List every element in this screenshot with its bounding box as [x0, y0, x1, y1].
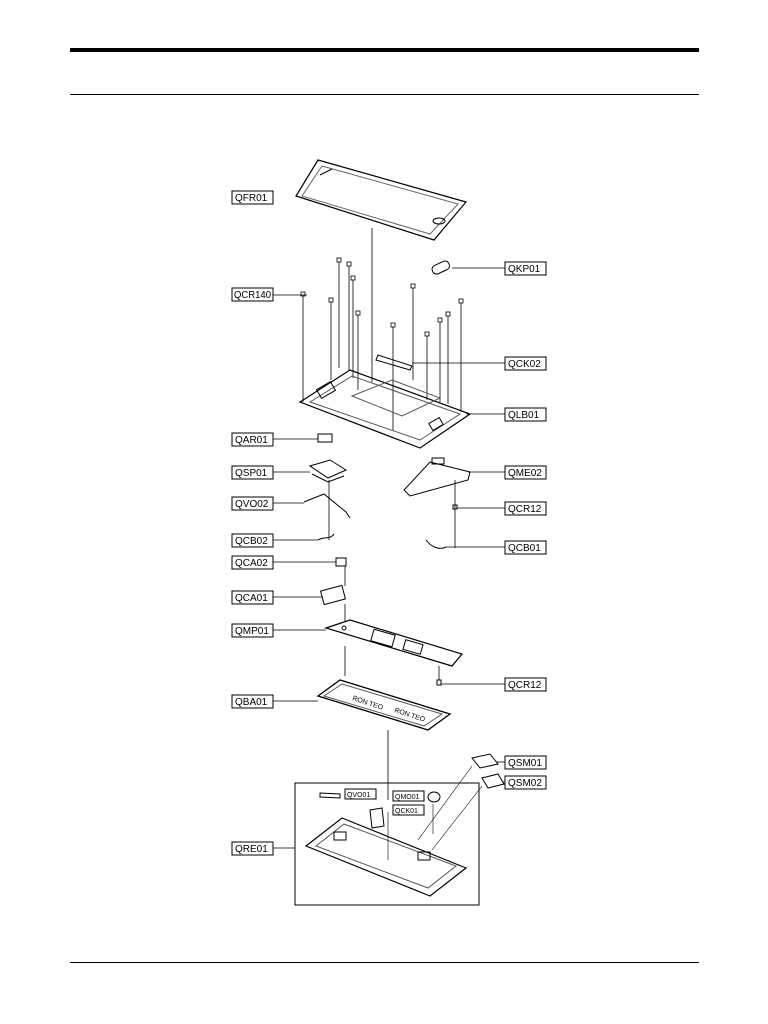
bracket-part	[375, 354, 505, 371]
antenna-part	[273, 433, 333, 443]
callout-box-qlb01	[504, 407, 547, 422]
front-glass-part	[295, 159, 468, 382]
callout-box-qme02	[504, 465, 547, 480]
coax-cable-left	[273, 533, 335, 541]
label-qcb02: QCB02	[235, 536, 268, 547]
label-qsp01: QSP01	[235, 468, 268, 479]
callout-box-qcr12-b	[504, 677, 547, 692]
label-qmo01: QMO01	[395, 794, 420, 801]
label-qvo02: QVO02	[235, 499, 269, 510]
label-qsm01: QSM01	[508, 758, 542, 769]
label-qme02: QME02	[508, 468, 542, 479]
speaker-part	[273, 459, 348, 483]
callout-box-qvo01	[344, 788, 377, 800]
callout-box-qca01	[231, 590, 274, 605]
header-thin-rule	[70, 94, 699, 95]
label-qmp01: QMP01	[235, 626, 269, 637]
footer-rule	[70, 962, 699, 963]
callout-box-qck01	[392, 804, 425, 816]
callout-box-qar01	[231, 432, 274, 447]
callout-box-qcb02	[231, 533, 274, 548]
label-qcr12-a: QCR12	[508, 504, 542, 515]
sim-tray-part	[417, 753, 505, 841]
callout-box-qre01	[231, 841, 274, 856]
header-thick-rule	[70, 48, 699, 52]
label-qfr01: QFR01	[235, 193, 268, 204]
label-qre01: QRE01	[235, 844, 268, 855]
screws	[273, 257, 464, 430]
callout-box-qcr12-a	[504, 501, 547, 516]
rear-camera-part	[273, 584, 347, 622]
front-camera-part	[273, 557, 347, 586]
callout-box-qsm01	[504, 755, 547, 770]
sd-tray-part	[431, 773, 505, 851]
label-qca01: QCA01	[235, 593, 268, 604]
label-qck01: QCK01	[395, 808, 418, 815]
callout-box-qfr01	[231, 190, 274, 205]
callout-box-qmo01	[392, 790, 425, 802]
screw-qcr12-upper	[452, 504, 505, 510]
rear-case-inset	[273, 782, 480, 906]
callout-box-qkp01	[504, 261, 547, 276]
label-qcb01: QCB01	[508, 543, 541, 554]
label-qca02: QCA02	[235, 558, 268, 569]
label-qvo01: QVO01	[347, 792, 370, 799]
callout-box-qvo02	[231, 496, 274, 511]
callout-box-qcb01	[504, 540, 547, 555]
label-qba01: QBA01	[235, 697, 268, 708]
label-qlb01: QLB01	[508, 410, 540, 421]
battery-part	[273, 679, 452, 800]
callout-box-qsp01	[231, 465, 274, 480]
sub-board-part	[403, 457, 505, 548]
callout-box-qba01	[231, 694, 274, 709]
volume-flex-part	[273, 480, 351, 540]
callout-box-qsm02	[504, 775, 547, 790]
callout-box-qmp01	[231, 623, 274, 638]
label-qcr140: QCR140	[234, 290, 271, 301]
main-pcb-part	[273, 619, 464, 676]
coax-cable-right	[425, 539, 505, 549]
screw-qcr12-lower	[436, 666, 505, 686]
label-qck02: QCK02	[508, 359, 541, 370]
label-qar01: QAR01	[235, 435, 268, 446]
label-qcr12-b: QCR12	[508, 680, 542, 691]
home-key-part	[431, 260, 505, 275]
callout-box-qca02	[231, 555, 274, 570]
callout-box-qcr140	[231, 287, 274, 302]
label-qkp01: QKP01	[508, 264, 541, 275]
callout-box-qck02	[504, 356, 547, 371]
label-qsm02: QSM02	[508, 778, 542, 789]
mid-frame-part	[298, 369, 505, 449]
